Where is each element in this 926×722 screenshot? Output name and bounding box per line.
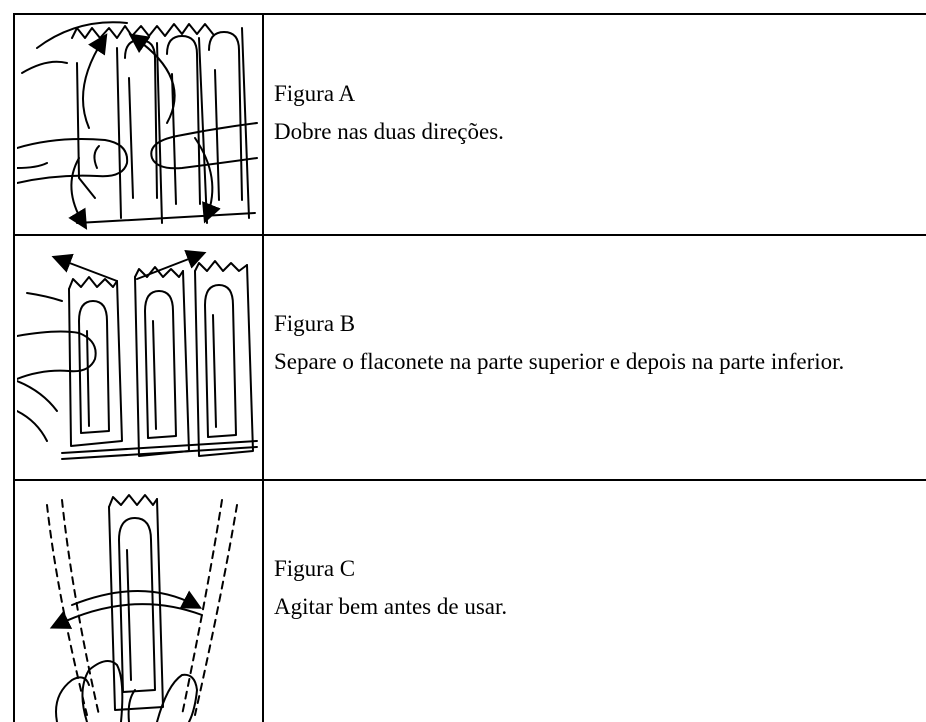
figure-a-label: Figura A — [274, 81, 356, 106]
step-b-text: Figura B Separe o flaconete na parte sup… — [274, 305, 924, 381]
figure-b-instruction: Separe o flaconete na parte superior e d… — [274, 349, 845, 374]
shake-vial-icon — [17, 485, 260, 722]
figure-a-instruction: Dobre nas duas direções. — [274, 119, 504, 144]
figure-b-label: Figura B — [274, 311, 356, 336]
bend-vial-strip-icon — [17, 18, 260, 230]
step-a-text: Figura A Dobre nas duas direções. — [274, 75, 924, 151]
table-divider-2 — [13, 479, 926, 481]
table-divider-1 — [13, 234, 926, 236]
instructions-table: Figura A Dobre nas duas direções. — [13, 13, 926, 722]
figure-c-instruction: Agitar bem antes de usar. — [274, 594, 508, 619]
table-border-left — [13, 13, 15, 722]
figure-c-label: Figura C — [274, 556, 356, 581]
step-c-text: Figura C Agitar bem antes de usar. — [274, 550, 924, 626]
separate-vial-icon — [17, 241, 260, 473]
table-border-top — [13, 13, 926, 15]
table-column-divider — [262, 13, 264, 722]
